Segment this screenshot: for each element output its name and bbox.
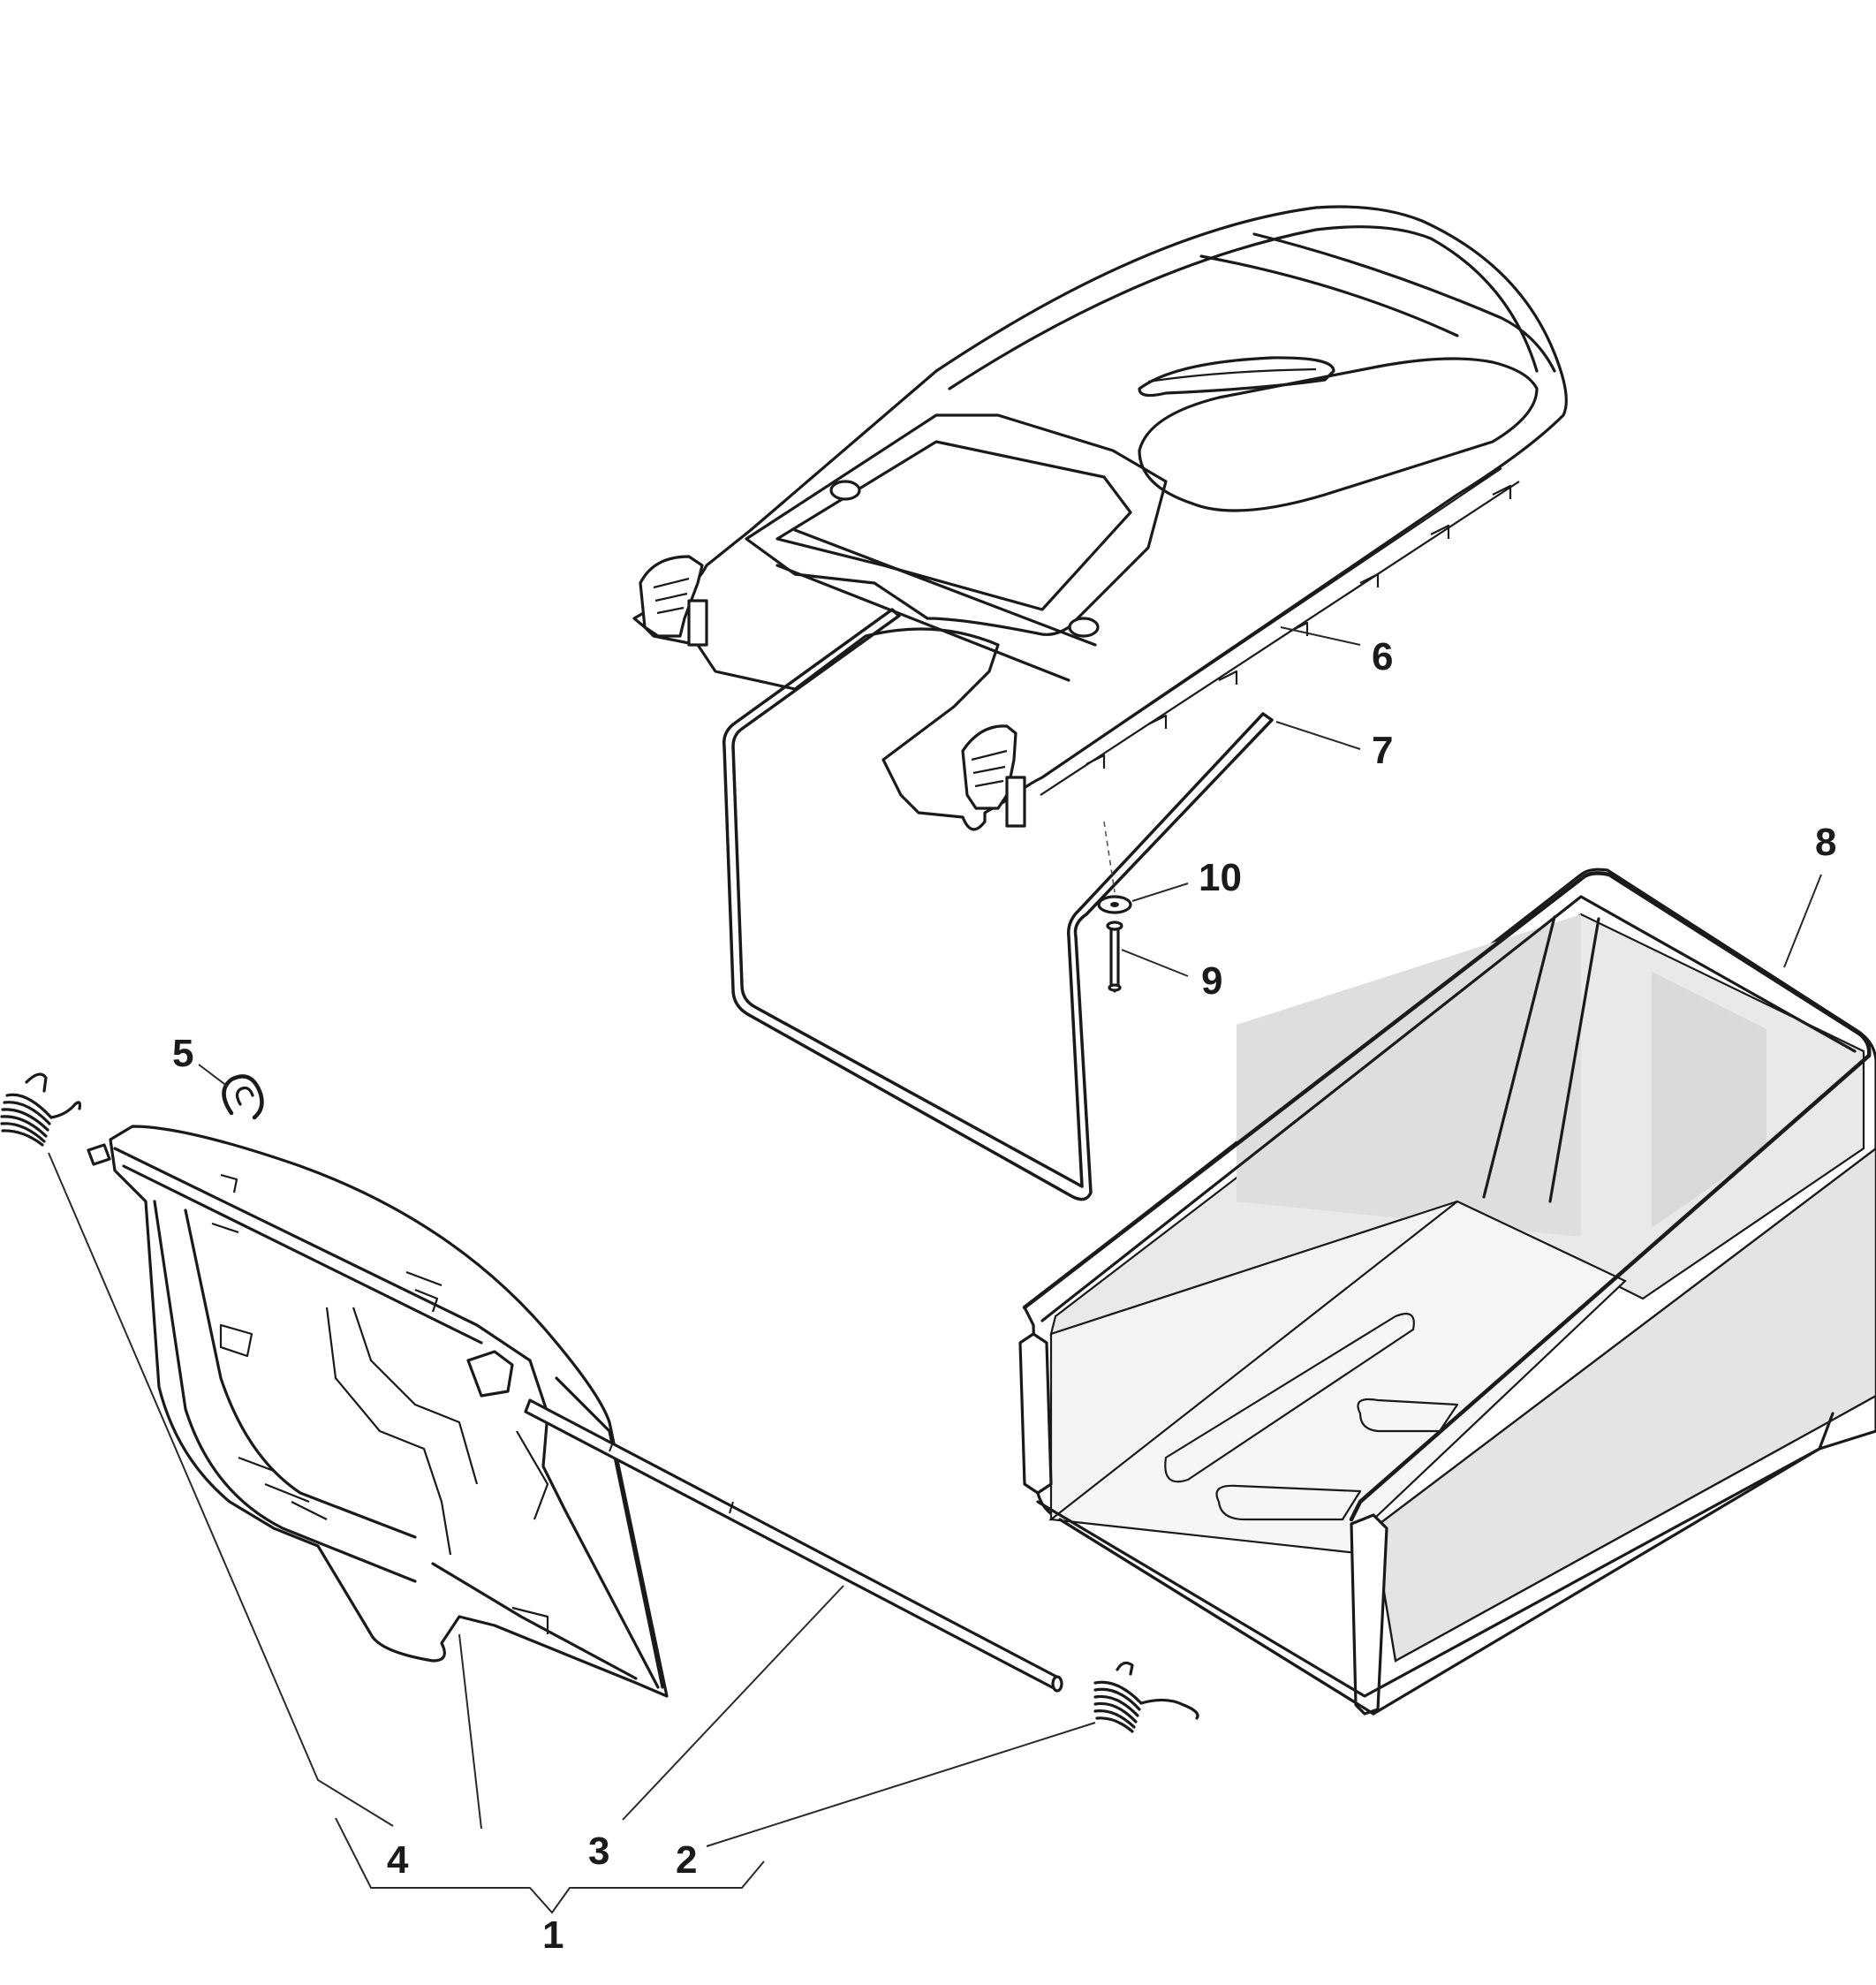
label-2: 2	[676, 1838, 697, 1882]
retaining-clip	[222, 1074, 264, 1120]
label-3: 3	[588, 1830, 609, 1873]
torsion-spring-left	[0, 1072, 82, 1147]
label-8: 8	[1815, 821, 1836, 864]
label-9: 9	[1201, 959, 1222, 1003]
screw	[1103, 821, 1123, 993]
label-4: 4	[387, 1838, 409, 1882]
rear-flap	[87, 1125, 669, 1698]
wire-frame	[722, 608, 1274, 1201]
part-labels: 1 2 3 4 5 6 7 8 9 10	[172, 635, 1836, 1957]
grass-bag-container	[1018, 867, 1876, 1716]
washer	[1097, 895, 1132, 914]
label-10: 10	[1199, 856, 1242, 899]
label-5: 5	[172, 1032, 193, 1075]
torsion-spring-right	[1093, 1661, 1199, 1733]
label-1: 1	[542, 1913, 564, 1957]
label-6: 6	[1372, 635, 1393, 678]
leader-lines	[48, 626, 1822, 1914]
pivot-rod	[524, 1398, 1063, 1693]
label-7: 7	[1372, 729, 1393, 772]
top-cover	[632, 205, 1568, 831]
